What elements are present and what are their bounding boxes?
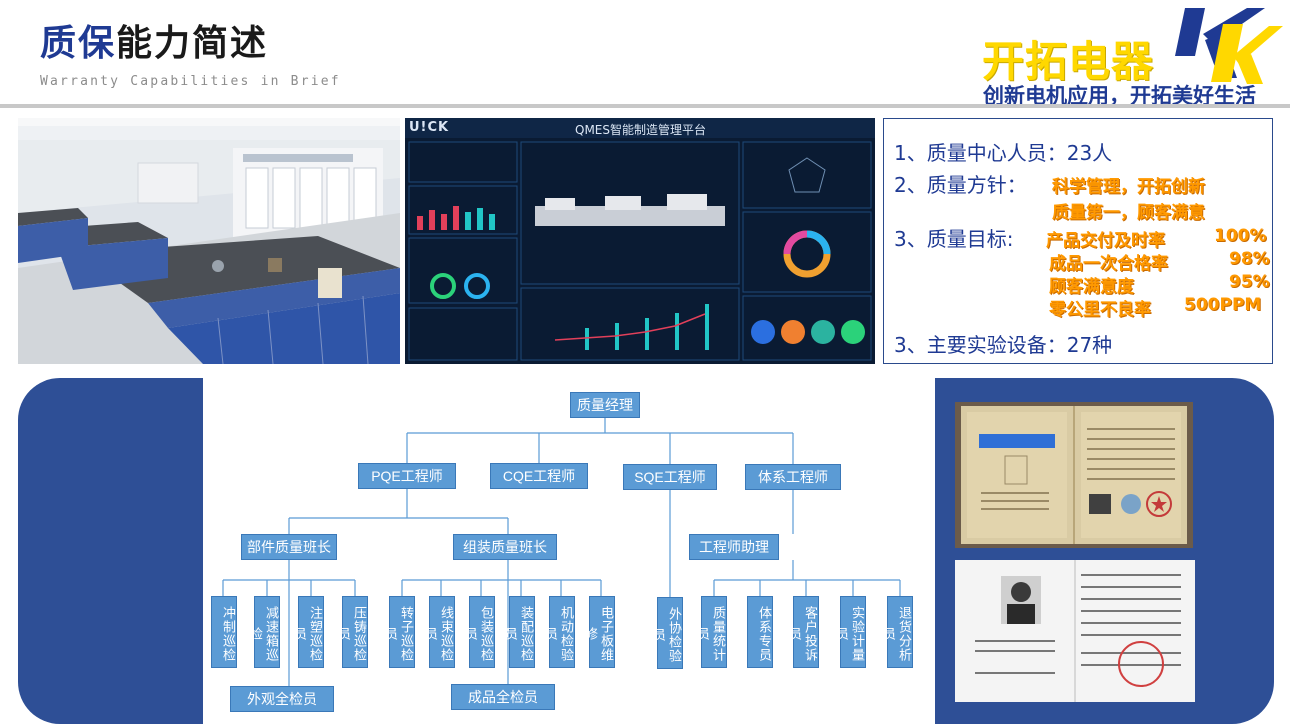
dashboard-title: QMES智能制造管理平台	[575, 123, 706, 137]
info-policy-label: 2、质量方针：	[894, 173, 1027, 197]
info-policy-value2: 质量第一，顾客满意	[1052, 203, 1205, 223]
org-staff: 装配巡检员	[503, 596, 535, 668]
org-staff: 体系专员	[747, 596, 773, 668]
org-staff: 机动检验员	[543, 596, 575, 668]
goal-name: 成品一次合格率	[1049, 254, 1168, 274]
org-staff: 冲制巡检	[211, 596, 237, 668]
org-parts-quality-lead: 部件质量班长	[241, 534, 337, 560]
title-part2: 能力简述	[116, 23, 269, 64]
org-staff: 质量统计员	[695, 596, 727, 668]
org-chart: 质量经理 PQE工程师 CQE工程师 SQE工程师 体系工程师 部件质量班长 组…	[203, 378, 935, 724]
org-appearance-inspector: 外观全检员	[230, 686, 334, 712]
org-staff: 实验计量员	[834, 596, 866, 668]
org-staff: 压铸巡检员	[336, 596, 368, 668]
qualification-card-photo	[955, 560, 1195, 702]
org-system-engineer: 体系工程师	[745, 464, 841, 490]
org-pqe-engineer: PQE工程师	[358, 463, 456, 489]
org-staff: 注塑巡检员	[292, 596, 324, 668]
info-equipment: 3、主要实验设备：27种	[894, 333, 1113, 357]
goal-value: 95%	[1229, 272, 1270, 292]
org-staff: 线束巡检员	[423, 596, 455, 668]
org-staff: 包装巡检员	[463, 596, 495, 668]
page-title: 质保能力简述	[40, 14, 268, 66]
info-policy-value1: 科学管理，开拓创新	[1052, 177, 1205, 197]
org-sqe-engineer: SQE工程师	[623, 464, 717, 490]
org-staff: 电子板维修	[583, 596, 615, 668]
goal-value: 500PPM	[1184, 295, 1262, 315]
info-staff: 1、质量中心人员：23人	[894, 141, 1113, 165]
lab-photo	[18, 118, 400, 364]
org-root-quality-manager: 质量经理	[570, 392, 640, 418]
org-staff: 退货分析员	[881, 596, 913, 668]
brand-name: 开拓电器	[982, 37, 1155, 86]
kk-logo	[1175, 8, 1283, 84]
org-staff: 外协检验员	[651, 597, 683, 669]
dashboard-logo: U!CK	[409, 120, 450, 135]
org-finished-inspector: 成品全检员	[451, 684, 555, 710]
org-engineer-assistant: 工程师助理	[689, 534, 779, 560]
qmes-dashboard: U!CK QMES智能制造管理平台	[405, 118, 875, 364]
goal-name: 顾客满意度	[1049, 277, 1134, 297]
goal-name: 产品交付及时率	[1046, 231, 1165, 251]
goal-value: 98%	[1229, 249, 1270, 269]
org-staff: 客户投诉员	[787, 596, 819, 668]
title-part1: 质保	[40, 23, 117, 64]
org-connectors	[222, 416, 901, 686]
org-staff: 转子巡检员	[383, 596, 415, 668]
info-goal-label: 3、质量目标:	[894, 227, 1014, 251]
header-divider	[0, 104, 1290, 108]
goal-name: 零公里不良率	[1049, 300, 1151, 320]
org-cqe-engineer: CQE工程师	[490, 463, 588, 489]
certificate-photo	[955, 402, 1193, 548]
page-subtitle: Warranty Capabilities in Brief	[40, 74, 341, 89]
org-staff: 减速箱巡检	[248, 596, 280, 668]
quality-info-box: 1、质量中心人员：23人 2、质量方针： 科学管理，开拓创新 质量第一，顾客满意…	[883, 118, 1273, 364]
org-assembly-quality-lead: 组装质量班长	[453, 534, 557, 560]
goal-value: 100%	[1214, 226, 1267, 246]
brand-slogan: 创新电机应用，开拓美好生活	[983, 83, 1256, 108]
